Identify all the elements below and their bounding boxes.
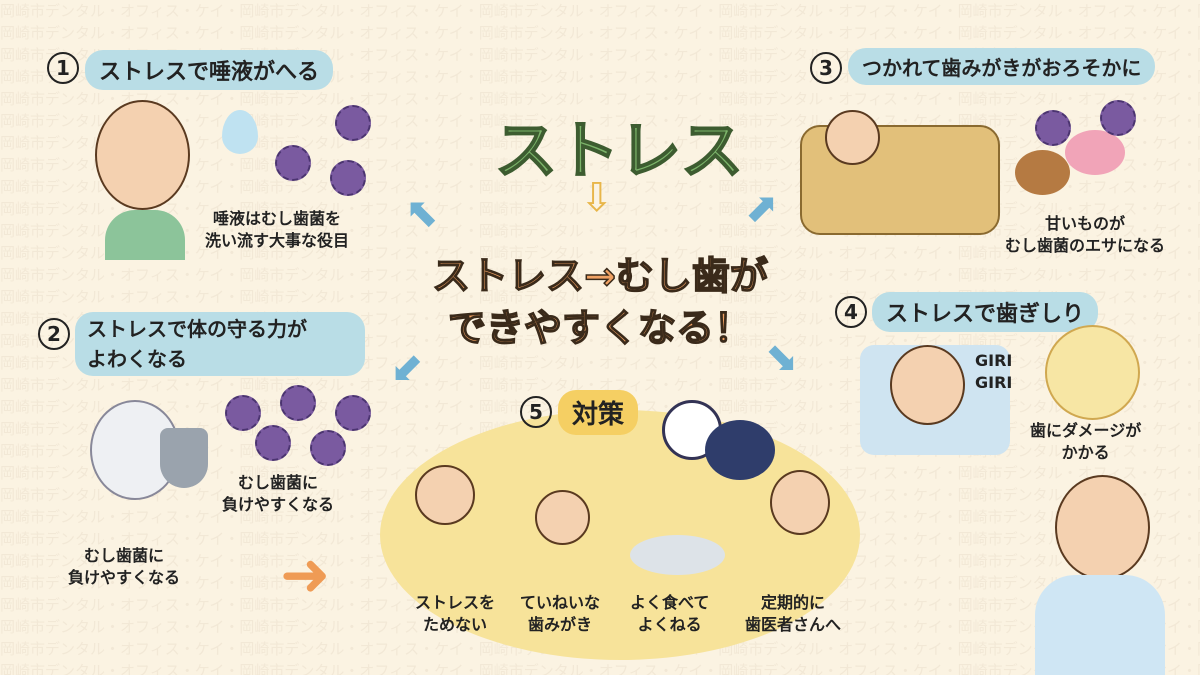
page-title: ストレス: [494, 113, 744, 188]
main-line-1: ストレス→むし歯が: [431, 253, 768, 299]
germ-icon: [330, 160, 366, 196]
tip-3: よく食べてよくねる: [630, 593, 710, 634]
germ-icon: [1035, 110, 1071, 146]
relaxed-boy-illustration: [415, 465, 475, 525]
section-2-caption: むし歯菌に負けやすくなる: [222, 473, 335, 514]
germ-icon: [255, 425, 291, 461]
hygienist-uniform: [1035, 575, 1165, 675]
tired-boy-illustration: [825, 110, 880, 165]
moon-night-icon: [705, 420, 775, 480]
arrow-down-left-icon: ⬋: [390, 345, 424, 391]
arrow-up-right-icon: ⬈: [745, 185, 779, 231]
germ-icon: [275, 145, 311, 181]
section-4-title: ストレスで歯ぎしり: [872, 292, 1099, 332]
section-1-title: ストレスで唾液がへる: [85, 50, 334, 90]
germ-icon: [1100, 100, 1136, 136]
dentist-illustration: [770, 470, 830, 535]
section-3-caption: 甘いものがむし歯菌のエサになる: [1005, 214, 1166, 255]
tips-background: [380, 410, 860, 660]
donut-icon: [1065, 130, 1125, 175]
section-3-title: つかれて歯みがきがおろそかに: [848, 48, 1156, 85]
germ-icon: [335, 395, 371, 431]
arrow-up-left-icon: ⬉: [405, 190, 439, 236]
tip-2: ていねいな歯みがき: [520, 593, 601, 634]
germ-icon: [280, 385, 316, 421]
section-1-number: 1: [47, 52, 79, 84]
section-2-number: 2: [38, 318, 70, 350]
donut-icon: [1015, 150, 1070, 195]
section-2-caption-2: むし歯菌に負けやすくなる: [68, 546, 181, 587]
section-4-caption: 歯にダメージがかかる: [1030, 421, 1142, 462]
grinding-boy-illustration: [890, 345, 965, 425]
germ-icon: [310, 430, 346, 466]
cracked-tooth-icon: [1045, 325, 1140, 420]
main-message: ストレス→むし歯が できやすくなる！: [410, 250, 790, 354]
stressed-boy-illustration: [95, 100, 190, 210]
dental-hygienist-illustration: [1055, 475, 1150, 580]
boy-shirt: [105, 210, 185, 260]
orange-arrow-icon: ➜: [280, 540, 331, 610]
section-1-caption: 唾液はむし歯菌を洗い流す大事な役目: [205, 209, 350, 250]
section-5-title: 対策: [558, 390, 639, 435]
section-3-number: 3: [810, 52, 842, 84]
arrow-down-right-icon: ⬊: [765, 335, 799, 381]
germ-icon: [225, 395, 261, 431]
main-line-2: できやすくなる！: [447, 305, 753, 351]
down-arrow-icon: ⇩: [580, 175, 614, 221]
saliva-drop-icon: [222, 110, 258, 154]
shield-icon: [160, 428, 208, 488]
section-5-number: 5: [520, 396, 552, 428]
tip-4: 定期的に歯医者さんへ: [745, 593, 842, 634]
fish-plate-icon: [630, 535, 725, 575]
germ-icon: [335, 105, 371, 141]
brushing-girl-illustration: [535, 490, 590, 545]
section-2-title: ストレスで体の守る力がよわくなる: [75, 312, 365, 376]
section-4-number: 4: [835, 296, 867, 328]
tip-1: ストレスをためない: [415, 593, 496, 634]
